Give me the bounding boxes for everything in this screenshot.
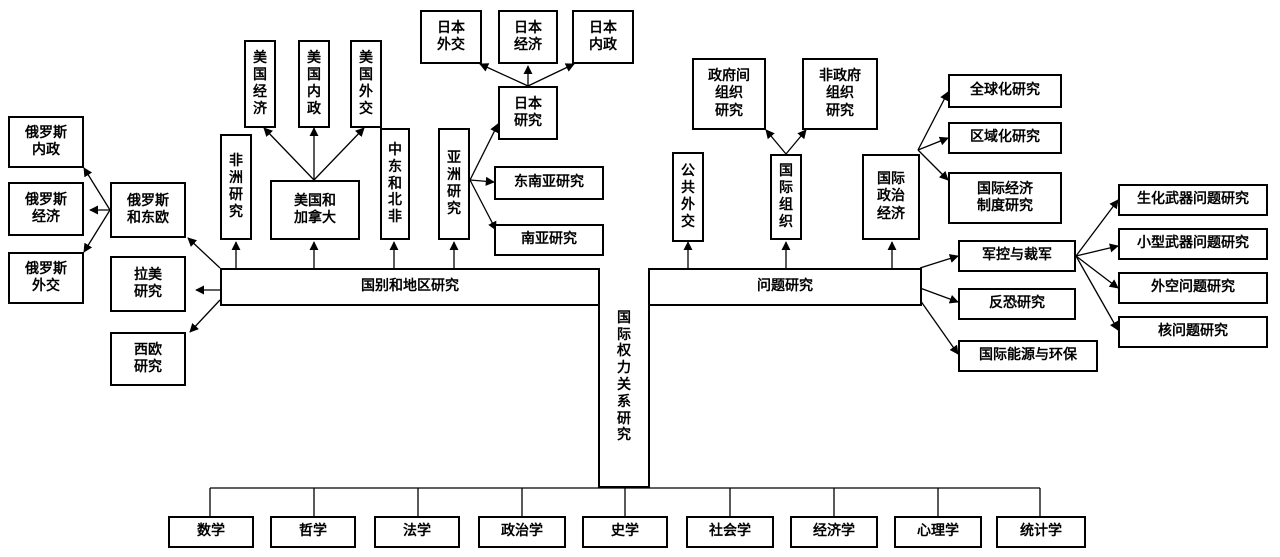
discipline-sociology-box: 社会学 — [686, 516, 774, 548]
ipe-box: 国际 政治 经济 — [862, 154, 920, 240]
asia-box: 亚洲研究 — [438, 128, 470, 240]
nuclear-box: 核问题研究 — [1118, 316, 1268, 348]
bio-chem-weapons-box: 生化武器问题研究 — [1118, 184, 1268, 216]
japan-diplomacy-box: 日本 外交 — [420, 10, 482, 64]
discipline-psychology-box: 心理学 — [894, 516, 982, 548]
middle-east-box: 中东和北非 — [380, 128, 410, 240]
western-europe-box: 西欧 研究 — [110, 332, 186, 386]
southeast-asia-box: 东南亚研究 — [494, 166, 604, 200]
regionalization-box: 区域化研究 — [948, 122, 1062, 154]
japan-economy-box: 日本 经济 — [498, 10, 558, 64]
us-diplomacy-box: 美国外交 — [350, 40, 382, 128]
intl-org-box: 国际组织 — [770, 154, 802, 240]
igo-box: 政府间 组织 研究 — [692, 58, 766, 130]
country-region-bar: 国别和地区研究 — [220, 268, 600, 306]
discipline-law-box: 法学 — [374, 516, 460, 548]
latin-america-box: 拉美 研究 — [110, 256, 186, 312]
country-region-label: 国别和地区研究 — [361, 278, 459, 295]
outer-space-box: 外空问题研究 — [1118, 272, 1268, 304]
discipline-economics-box: 经济学 — [790, 516, 878, 548]
issues-label: 问题研究 — [757, 278, 813, 295]
energy-environment-box: 国际能源与环保 — [958, 340, 1098, 372]
russia-diplomacy-box: 俄罗斯 外交 — [8, 252, 84, 304]
russia-eastern-europe-box: 俄罗斯 和东欧 — [110, 182, 186, 238]
russia-politics-box: 俄罗斯 内政 — [8, 116, 84, 168]
south-asia-box: 南亚研究 — [494, 224, 604, 256]
discipline-philosophy-box: 哲学 — [270, 516, 356, 548]
public-diplomacy-box: 公共外交 — [672, 152, 704, 242]
econ-institutions-box: 国际经济 制度研究 — [948, 172, 1062, 224]
africa-box: 非洲研究 — [220, 134, 252, 240]
issues-bar: 问题研究 — [648, 268, 922, 306]
japan-box: 日本 研究 — [498, 86, 558, 140]
small-arms-box: 小型武器问题研究 — [1118, 228, 1268, 260]
russia-economy-box: 俄罗斯 经济 — [8, 182, 84, 236]
globalization-box: 全球化研究 — [948, 74, 1062, 108]
japan-politics-box: 日本 内政 — [572, 10, 634, 64]
discipline-political-science-box: 政治学 — [478, 516, 566, 548]
counter-terror-box: 反恐研究 — [958, 288, 1076, 320]
power-relations-label: 国际权力关系研究 — [617, 309, 631, 444]
power-relations-box: 国际权力关系研究 — [598, 268, 650, 488]
arms-control-box: 军控与裁军 — [958, 240, 1076, 272]
discipline-statistics-box: 统计学 — [996, 516, 1086, 548]
us-politics-box: 美国内政 — [298, 40, 330, 128]
discipline-math-box: 数学 — [168, 516, 254, 548]
discipline-history-box: 史学 — [582, 516, 668, 548]
ngo-box: 非政府 组织 研究 — [802, 58, 878, 130]
us-canada-box: 美国和 加拿大 — [270, 180, 360, 240]
us-economy-box: 美国经济 — [244, 40, 276, 128]
